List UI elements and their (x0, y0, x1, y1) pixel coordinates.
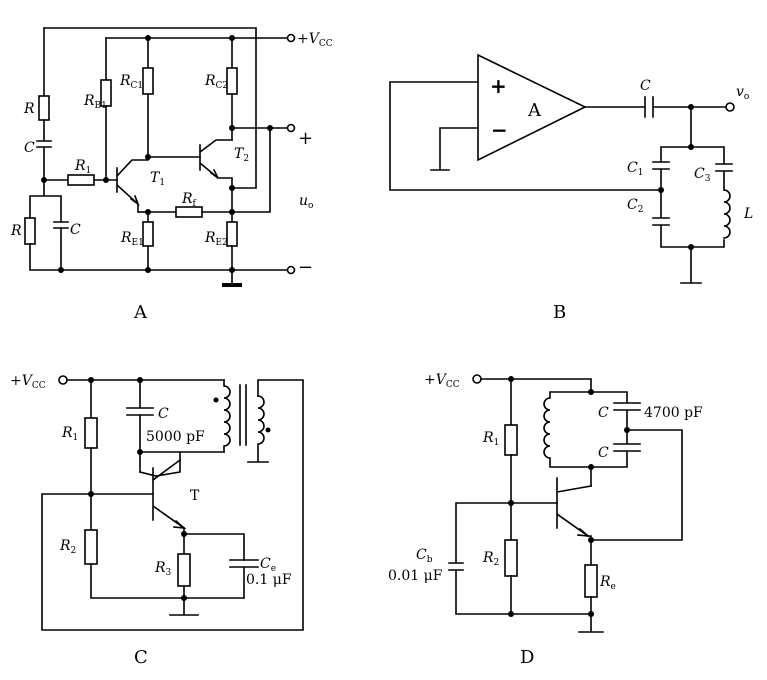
caption-b: B (553, 302, 566, 323)
resistor-r-upper (38, 95, 50, 121)
inductor (543, 391, 592, 468)
caption-c: C (134, 647, 148, 668)
ce-label: Ce (260, 556, 276, 574)
vcc-label: +VCC (10, 373, 46, 391)
c1-label: C1 (627, 160, 643, 178)
r1-label: R1 (482, 430, 499, 448)
resistor-rc1 (142, 67, 154, 95)
resistor-r2 (504, 539, 518, 577)
r3-label: R3 (154, 560, 172, 578)
vo-label: vo (736, 84, 749, 102)
rf-label: Rf (181, 191, 197, 209)
rb1-label: RB1 (83, 93, 107, 111)
t-label: T (190, 488, 200, 504)
panel-b: A + − C vo C1 C2 C3 L B (389, 53, 753, 323)
l-label: L (743, 206, 753, 222)
re1-label: RE1 (120, 230, 144, 248)
opamp-minus: − (491, 118, 508, 142)
vcc-label: +VCC (297, 31, 333, 49)
cb-label: Cb (416, 547, 433, 565)
inductor-l (723, 189, 731, 239)
resistor-r3 (177, 553, 191, 587)
re2-label: RE2 (204, 230, 228, 248)
caption-d: D (520, 647, 534, 668)
rc2-label: RC2 (204, 73, 228, 91)
c-value: 5000 pF (146, 429, 205, 445)
re-label: Re (599, 574, 616, 592)
vcc-terminal (286, 33, 296, 43)
c-lower-label: C (70, 222, 81, 238)
resistor-r2 (84, 529, 98, 565)
resistor-r1 (504, 424, 518, 456)
uo-label: uo (299, 193, 313, 211)
panel-c: +VCC R1 R2 C 5000 pF T R3 Ce 0.1 (10, 373, 304, 668)
c-bottom-label: C (598, 445, 609, 461)
c3-label: C3 (694, 166, 711, 184)
c-top-value: 4700 pF (644, 405, 703, 421)
output-plus: + (298, 128, 313, 149)
t1-label: T1 (150, 170, 165, 188)
c2-label: C2 (627, 197, 643, 215)
c-upper-label: C (24, 140, 35, 156)
opamp-label: A (527, 100, 542, 121)
c-label: C (640, 78, 651, 94)
resistor-re1 (142, 221, 154, 247)
r2-label: R2 (482, 550, 499, 568)
panel-d: +VCC R1 R2 Cb 0.01 μF C 4700 pF C Re D (388, 372, 703, 668)
transformer-primary-coil (223, 379, 231, 453)
opamp-plus: + (490, 74, 507, 98)
output-minus: − (298, 257, 313, 278)
r-lower-label: R (10, 223, 22, 239)
resistor-rf (175, 206, 203, 218)
vo-terminal (725, 102, 735, 112)
resistor-r1 (84, 417, 98, 449)
resistor-r-lower (24, 217, 36, 245)
r1-label: R1 (61, 425, 78, 443)
transformer-secondary-coil (247, 395, 269, 463)
vcc-label: +VCC (424, 372, 460, 390)
cb-value: 0.01 μF (388, 568, 443, 584)
t2-label: T2 (234, 146, 249, 164)
r2-label: R2 (59, 538, 76, 556)
c-top-label: C (598, 405, 609, 421)
rc1-label: RC1 (119, 73, 143, 91)
caption-a: A (133, 302, 148, 323)
r1-label: R1 (74, 158, 91, 176)
resistor-rc2 (226, 67, 238, 95)
panel-a: +VCC R C R1 R C − RB1 T1 RC1 (10, 27, 333, 323)
opamp-triangle (477, 53, 587, 162)
c-label: C (158, 406, 169, 422)
resistor-r1 (67, 174, 95, 186)
r-upper-label: R (23, 101, 35, 117)
resistor-re (584, 564, 598, 598)
resistor-re2 (226, 221, 238, 247)
ce-value: 0.1 μF (246, 572, 292, 588)
